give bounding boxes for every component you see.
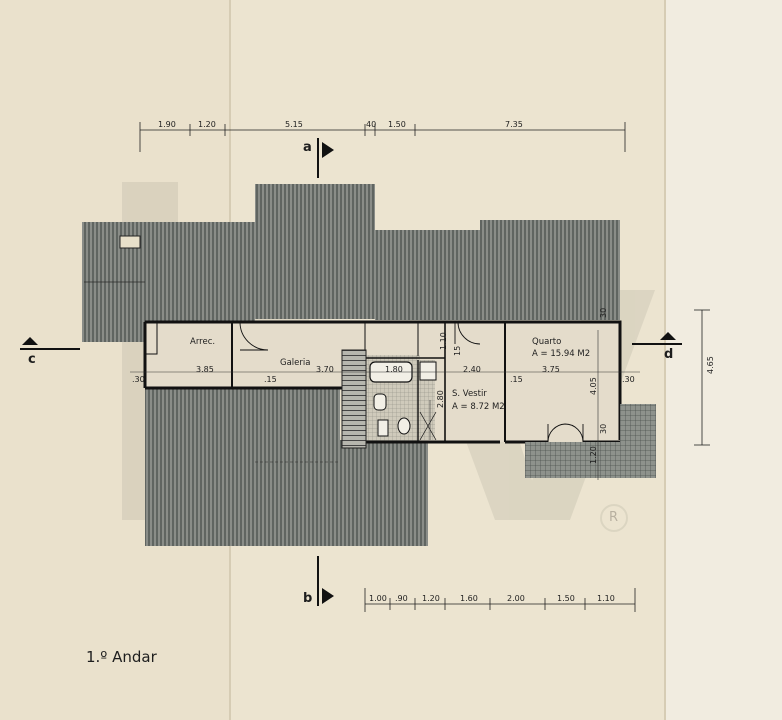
top-dimension: 1.50 <box>388 120 406 129</box>
bottom-dimension: 1.20 <box>422 594 440 603</box>
terrace-grid <box>620 404 656 478</box>
interior-dimension-lines <box>130 330 640 480</box>
interior-dimension: 3.70 <box>316 365 334 374</box>
bottom-dimension-chain <box>364 588 636 612</box>
top-dimension: 1.90 <box>158 120 176 129</box>
section-marker-b <box>317 556 334 606</box>
top-dimension: 1.20 <box>198 120 216 129</box>
section-label-a: a <box>303 140 312 155</box>
bottom-dimension: 1.00 <box>369 594 387 603</box>
interior-dimension: .15 <box>264 375 277 384</box>
section-marker-a <box>317 138 334 178</box>
top-dimension-chain <box>139 122 626 152</box>
interior-dimension: 1.10 <box>439 332 448 350</box>
interior-dimension: .30 <box>132 375 145 384</box>
watermark-registered-mark: R <box>609 510 619 525</box>
room-label-svestir: S. Vestir <box>452 389 487 399</box>
interior-dimension: 3.85 <box>196 365 214 374</box>
room-area-svestir: A = 8.72 M2 <box>452 402 505 412</box>
bottom-dimension: 1.50 <box>557 594 575 603</box>
interior-dimension: 1.20 <box>589 446 598 464</box>
room-label-quarto: Quarto <box>532 337 562 347</box>
interior-dimension: 3.75 <box>542 365 560 374</box>
room-area-quarto: A = 15.94 M2 <box>532 349 591 359</box>
section-label-c: c <box>28 352 36 367</box>
section-label-d: d <box>664 347 674 362</box>
staircase <box>341 349 367 449</box>
interior-dimension: .15 <box>510 375 523 384</box>
top-dimension: 7.35 <box>505 120 523 129</box>
right-dimension-line <box>694 309 710 446</box>
top-dimension: 5.15 <box>285 120 303 129</box>
floor-title: 1.º Andar <box>86 648 157 666</box>
section-marker-c <box>20 337 80 350</box>
room-label-arrec: Arrec. <box>190 337 216 347</box>
top-dimension: 40 <box>366 120 377 129</box>
bottom-dimension: 1.10 <box>597 594 615 603</box>
interior-dimension: 2.80 <box>436 390 445 408</box>
interior-dimension: 30 <box>599 423 608 434</box>
interior-dimension: 2.40 <box>463 365 481 374</box>
paper-fold-line <box>664 0 666 720</box>
section-marker-d <box>632 332 682 345</box>
section-label-b: b <box>303 591 313 606</box>
room-label-galeria: Galeria <box>280 358 311 368</box>
interior-dimension: 4.05 <box>589 377 598 395</box>
interior-dimension: 15 <box>453 345 462 356</box>
right-dimension: 4.65 <box>706 356 715 374</box>
bottom-dimension: 1.60 <box>460 594 478 603</box>
interior-dimension: .30 <box>622 375 635 384</box>
interior-dimension: 1.80 <box>385 365 403 374</box>
paper-panel-right <box>665 0 782 720</box>
bottom-dimension: .90 <box>395 594 408 603</box>
bottom-dimension: 2.00 <box>507 594 525 603</box>
interior-dimension: 30 <box>599 307 608 318</box>
